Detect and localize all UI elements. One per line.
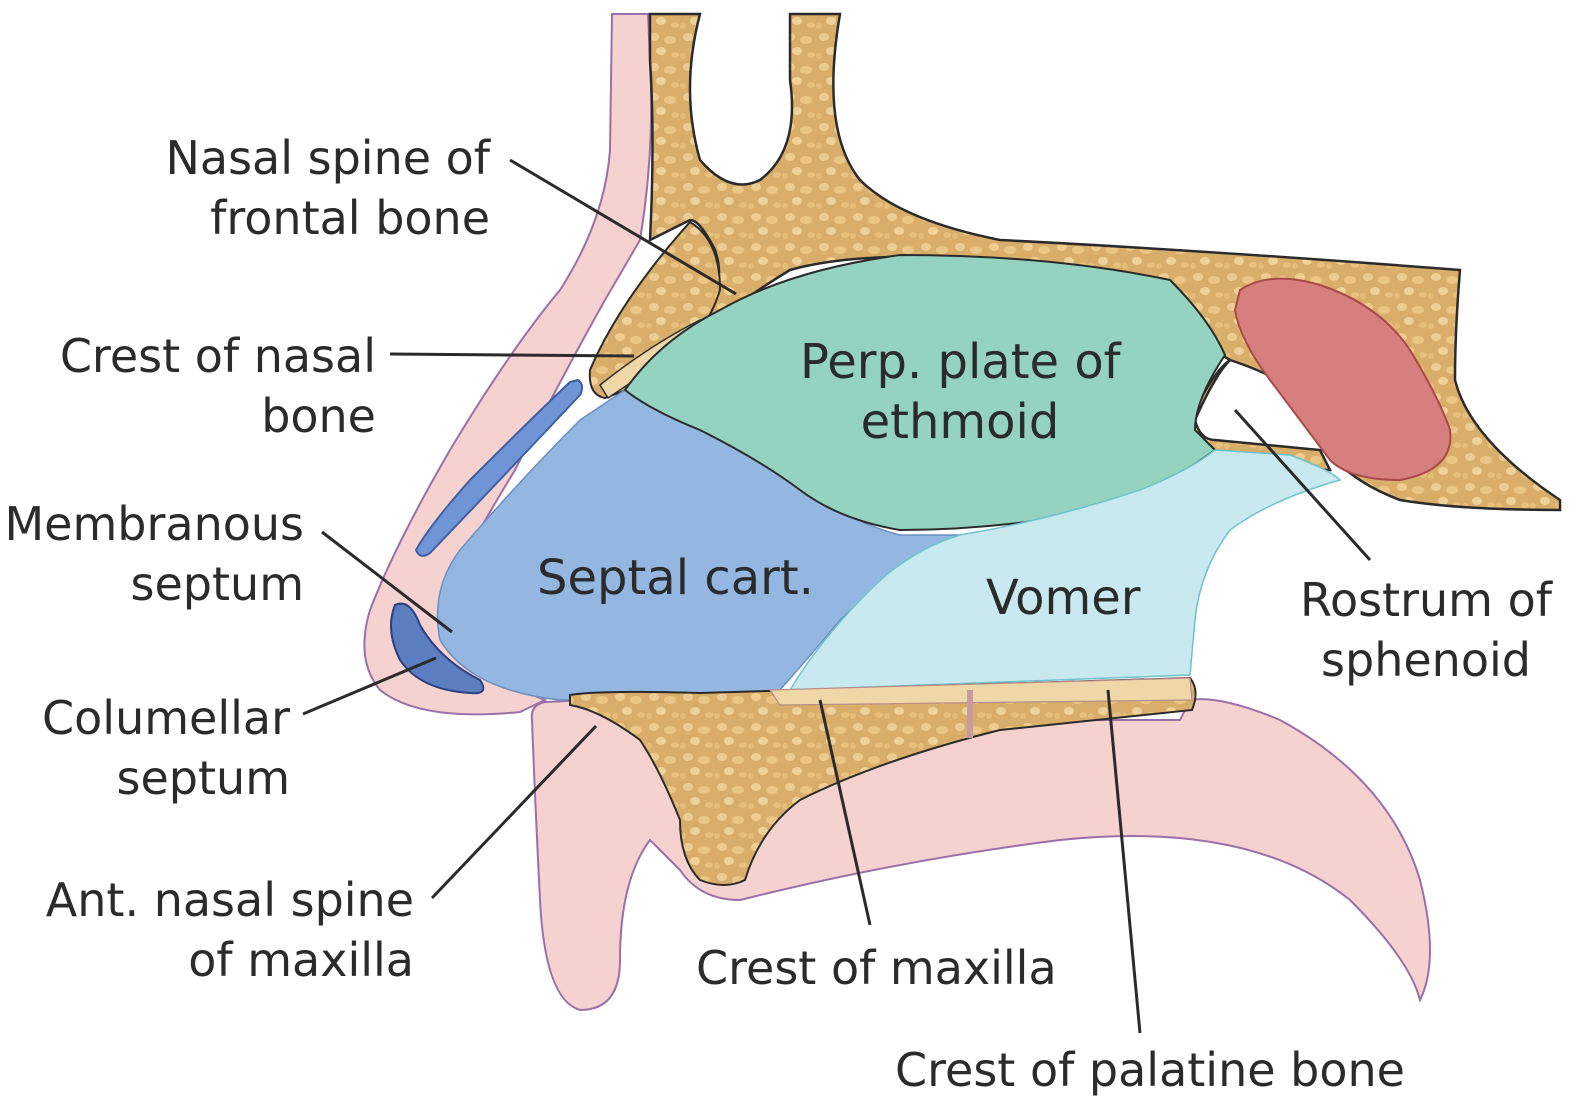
label-line: Membranous (4, 494, 304, 554)
label-line: Nasal spine of (150, 128, 490, 188)
label-line: septum (20, 748, 290, 808)
label-rostrum-sphenoid: Rostrum of sphenoid (1296, 570, 1556, 690)
label-ant-nasal-spine: Ant. nasal spine of maxilla (40, 870, 414, 990)
label-vomer: Vomer (986, 568, 1141, 628)
label-line: Perp. plate of (800, 332, 1120, 392)
label-crest-palatine: Crest of palatine bone (895, 1040, 1405, 1100)
leader-crest-nasal-bone (390, 354, 634, 356)
label-line: ethmoid (800, 392, 1120, 452)
label-crest-nasal-bone: Crest of nasal bone (40, 326, 376, 446)
label-line: septum (4, 554, 304, 614)
label-line: sphenoid (1296, 630, 1556, 690)
label-line: Crest of nasal (40, 326, 376, 386)
label-nasal-spine-frontal: Nasal spine of frontal bone (150, 128, 490, 248)
label-line: bone (40, 386, 376, 446)
label-septal-cart: Septal cart. (537, 548, 814, 608)
label-membranous-septum: Membranous septum (4, 494, 304, 614)
label-line: frontal bone (150, 188, 490, 248)
label-columellar-septum: Columellar septum (20, 688, 290, 808)
label-perp-plate: Perp. plate of ethmoid (800, 332, 1120, 452)
label-line: Columellar (20, 688, 290, 748)
label-line: Ant. nasal spine (40, 870, 414, 930)
label-crest-maxilla: Crest of maxilla (696, 938, 1057, 998)
label-line: of maxilla (40, 930, 414, 990)
label-line: Rostrum of (1296, 570, 1556, 630)
